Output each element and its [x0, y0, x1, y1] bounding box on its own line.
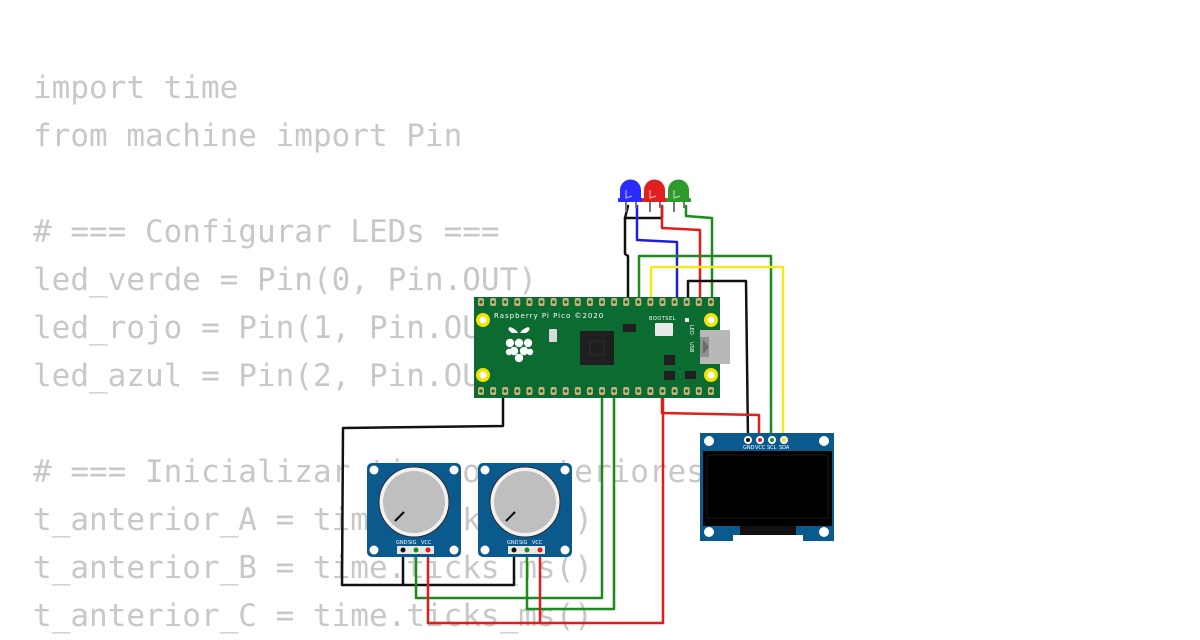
- wire-pot2-ground[interactable]: [401, 550, 516, 587]
- oled-pin-label-sda: SDA: [779, 445, 790, 451]
- usb-label: USB: [688, 342, 694, 353]
- led-green[interactable]: [666, 179, 691, 213]
- led-label: LED: [688, 325, 694, 335]
- wire-blue-led-signal[interactable]: [635, 204, 679, 305]
- potentiometer-2[interactable]: GND SIG VCC: [478, 463, 572, 557]
- led-group: [618, 179, 691, 213]
- code-line: # === Configurar LEDs ===: [33, 214, 500, 250]
- code-line: import time: [33, 70, 239, 106]
- pot1-pin-label-vcc: VCC: [421, 540, 432, 546]
- wire-red-led-signal[interactable]: [660, 204, 702, 305]
- onboard-led: [685, 318, 689, 322]
- wire-pot-vcc[interactable]: [426, 388, 665, 625]
- rp2040-chip: [580, 331, 614, 365]
- pot2-pin-label-gnd: GND: [507, 540, 519, 546]
- bootsel-button[interactable]: [655, 323, 673, 336]
- pot-knob[interactable]: [494, 471, 556, 533]
- wire-oled-sda[interactable]: [649, 265, 785, 442]
- pico-top-pin-header: [478, 298, 714, 306]
- code-line: led_verde = Pin(0, Pin.OUT): [33, 262, 537, 298]
- oled-display-module[interactable]: GND VCC SCL SDA: [700, 433, 834, 541]
- led-blue[interactable]: [618, 179, 643, 213]
- oled-pin-label-vcc: VCC: [755, 445, 766, 451]
- pot-knob[interactable]: [383, 471, 445, 533]
- wire-oled-scl[interactable]: [637, 254, 773, 442]
- code-line: t_anterior_C = time.ticks_ms(): [33, 598, 593, 634]
- bootsel-label: BOOTSEL: [649, 316, 676, 322]
- oled-pin-label-gnd: GND: [743, 445, 755, 451]
- led-red[interactable]: [642, 179, 667, 213]
- wire-led-common-black[interactable]: [623, 204, 664, 220]
- wire-green-led-signal[interactable]: [684, 204, 714, 305]
- wire-blue-led-ground[interactable]: [623, 204, 630, 305]
- wires: [340, 204, 785, 625]
- pot2-pin-label-vcc: VCC: [532, 540, 543, 546]
- potentiometer-1[interactable]: GND SIG VCC: [367, 463, 461, 557]
- wire-oled-gnd[interactable]: [686, 279, 750, 442]
- pot1-pin-label-sig: SIG: [408, 540, 417, 546]
- wire-pot1-signal[interactable]: [525, 388, 616, 611]
- wire-pot2-signal[interactable]: [414, 388, 604, 600]
- wire-pot-ground-bus[interactable]: [340, 388, 505, 587]
- crystal-component: [549, 329, 557, 342]
- oled-ribbon-connector: [740, 526, 796, 535]
- code-line: from machine import Pin: [33, 118, 463, 154]
- pot2-pin-label-sig: SIG: [519, 540, 528, 546]
- board-name: Raspberry Pi Pico ©2020: [494, 312, 604, 320]
- raspberry-logo-icon: [505, 327, 534, 363]
- pot1-pin-label-gnd: GND: [396, 540, 408, 546]
- oled-pin-label-scl: SCL: [767, 445, 777, 451]
- pico-bottom-pin-header: [478, 387, 714, 395]
- flash-chip: [623, 324, 636, 332]
- raspberry-pi-pico-board[interactable]: Raspberry Pi Pico ©2020 BOOTSEL LED USB: [474, 297, 730, 398]
